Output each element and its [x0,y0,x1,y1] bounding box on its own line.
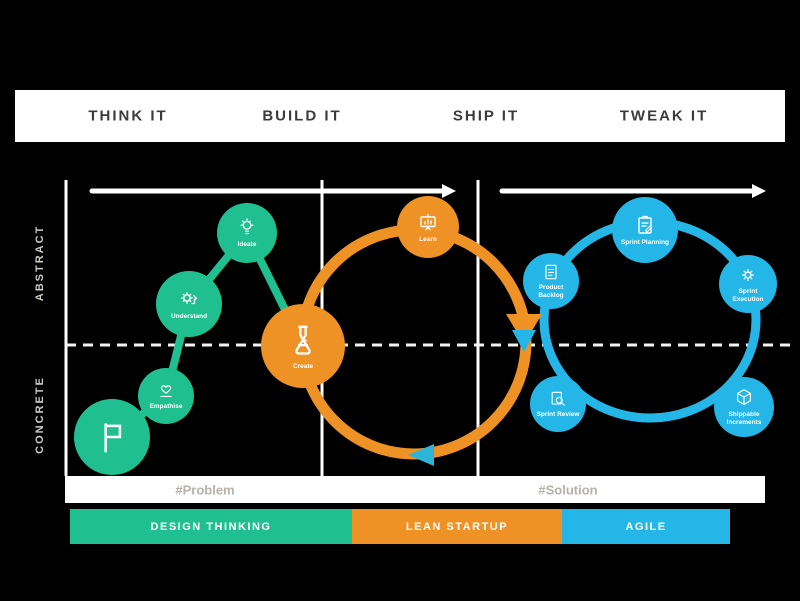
node-label: Learn [419,236,437,244]
lightbulb-icon [240,218,254,235]
node-start-flag [74,399,150,475]
flask-icon [295,325,311,355]
node-sprint-review: Sprint Review [530,376,586,432]
planning-clipboard-icon [638,215,653,234]
understand-gear-icon [181,292,198,305]
node-label: Sprint Execution [732,288,764,303]
phase-think-it: THINK IT [88,107,168,125]
node-label: Create [292,363,314,371]
node-label: Product Backlog [538,284,564,299]
execution-gear-icon [741,269,755,282]
legend-lean-startup: LEAN STARTUP [352,509,562,544]
node-empathise: Empathise [138,368,194,424]
node-understand: Understand [156,271,222,337]
package-box-icon [736,389,752,406]
hashtag-strip: #Problem #Solution [65,476,765,503]
node-label: Sprint Review [536,411,580,419]
hashtag-solution: #Solution [538,482,598,497]
node-shippable-increments: Shippable Increments [714,377,774,437]
phase-ship-it: SHIP IT [452,107,520,125]
legend-design-thinking: DESIGN THINKING [70,509,352,544]
node-product-backlog: Product Backlog [523,253,579,309]
node-learn: Learn [397,196,459,258]
phase-build-it: BUILD IT [262,107,342,125]
node-label: Understand [170,313,208,321]
backlog-list-icon [545,264,557,280]
legend: DESIGN THINKING LEAN STARTUP AGILE [70,509,730,544]
hashtag-problem: #Problem [175,482,235,497]
node-label: Shippable Increments [726,411,762,426]
review-magnifier-icon [551,391,565,406]
node-label: Sprint Planning [620,239,670,247]
node-label: Empathise [149,403,183,411]
node-label: Ideate [237,241,257,249]
flag-icon [104,423,122,453]
node-sprint-execution: Sprint Execution [719,255,777,313]
node-sprint-planning: Sprint Planning [612,197,678,263]
node-ideate: Ideate [217,203,277,263]
phase-tweak-it: TWEAK IT [619,107,709,125]
empathy-icon [160,385,172,398]
learn-board-icon [420,213,436,231]
legend-agile: AGILE [562,509,730,544]
phase-band: THINK IT BUILD IT SHIP IT TWEAK IT [15,90,785,142]
node-create: Create [261,304,345,388]
